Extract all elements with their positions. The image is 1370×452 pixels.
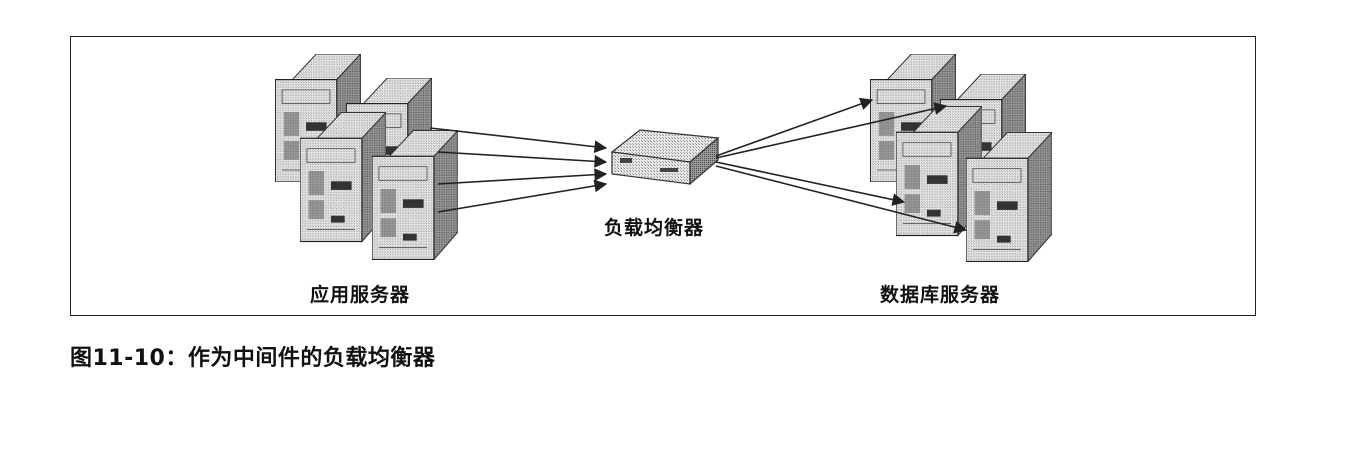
arrow-lb-to-db-3 <box>715 161 906 206</box>
arrow-app-to-lb-2 <box>437 151 608 168</box>
figure-caption: 图11-10：作为中间件的负载均衡器 <box>70 346 436 371</box>
app-servers-label: 应用服务器 <box>310 284 411 306</box>
load-balancer-label: 负载均衡器 <box>604 217 705 239</box>
arrow-lb-to-db-2 <box>715 102 948 159</box>
load-balancer-icon <box>610 129 720 186</box>
arrow-app-to-lb-1 <box>429 127 608 154</box>
arrow-lb-to-db-1 <box>715 97 874 157</box>
arrow-lb-to-db-4 <box>715 165 968 234</box>
figure-frame <box>70 36 1256 316</box>
arrow-app-to-lb-3 <box>437 168 608 185</box>
arrow-app-to-lb-4 <box>437 179 608 213</box>
db-servers-label: 数据库服务器 <box>880 284 1001 306</box>
